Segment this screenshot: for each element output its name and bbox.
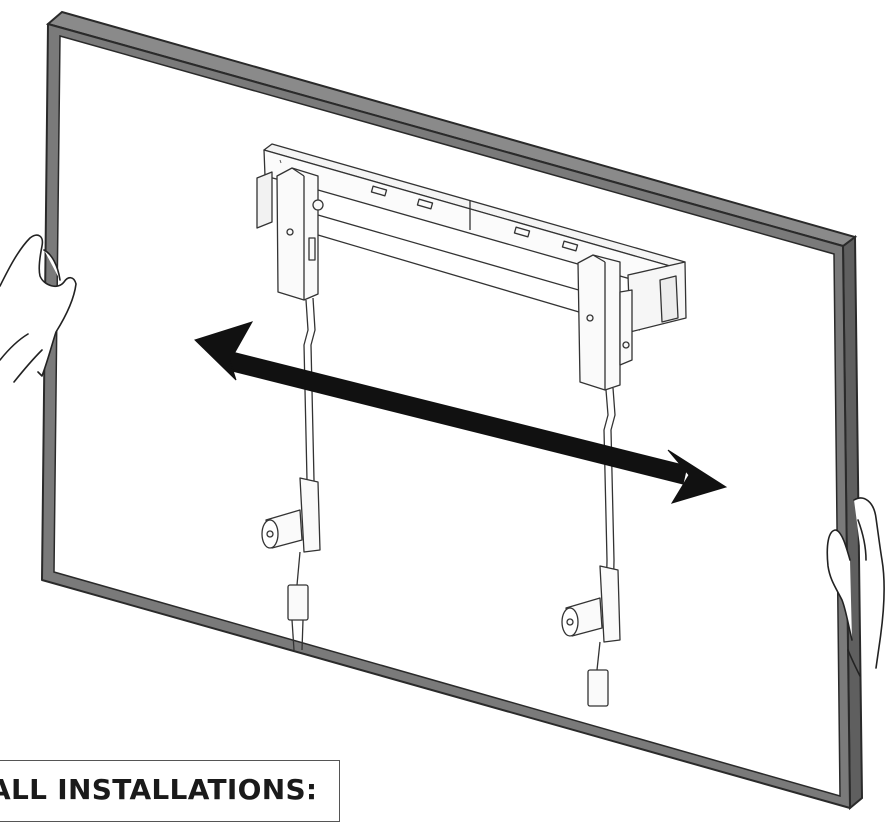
double-arrow-right-head-icon (667, 449, 728, 504)
right-arm-clip (587, 669, 609, 707)
bracket-slot-2 (416, 198, 434, 210)
right-arm-lock (599, 565, 621, 643)
left-arm-label (308, 237, 316, 261)
wall-bracket (256, 143, 687, 333)
right-arm-bracket (619, 289, 633, 366)
right-arm-screw (586, 314, 594, 322)
bracket-slot-3 (513, 226, 531, 238)
left-arm-clip (287, 584, 309, 621)
bracket-slot-4 (561, 240, 579, 252)
right-mounting-arm (561, 254, 633, 707)
double-arrow (194, 321, 728, 504)
caption-box: ALL INSTALLATIONS: (0, 760, 340, 822)
right-arm-head (577, 254, 621, 391)
bracket-left-end (256, 171, 273, 229)
left-hand-icon (0, 234, 77, 383)
bracket-slot-1 (370, 185, 388, 197)
left-mounting-arm (261, 167, 324, 651)
left-arm-bolt (312, 199, 324, 211)
left-arm-screw (286, 228, 294, 236)
left-arm-lock (299, 477, 321, 553)
bracket-rail-ticks (279, 159, 282, 164)
left-arm-head (276, 167, 319, 301)
caption-heading: ALL INSTALLATIONS: (0, 773, 318, 806)
double-arrow-left-head-icon (194, 321, 254, 381)
right-hand-icon (826, 497, 885, 677)
bracket-right-clip (659, 275, 679, 323)
